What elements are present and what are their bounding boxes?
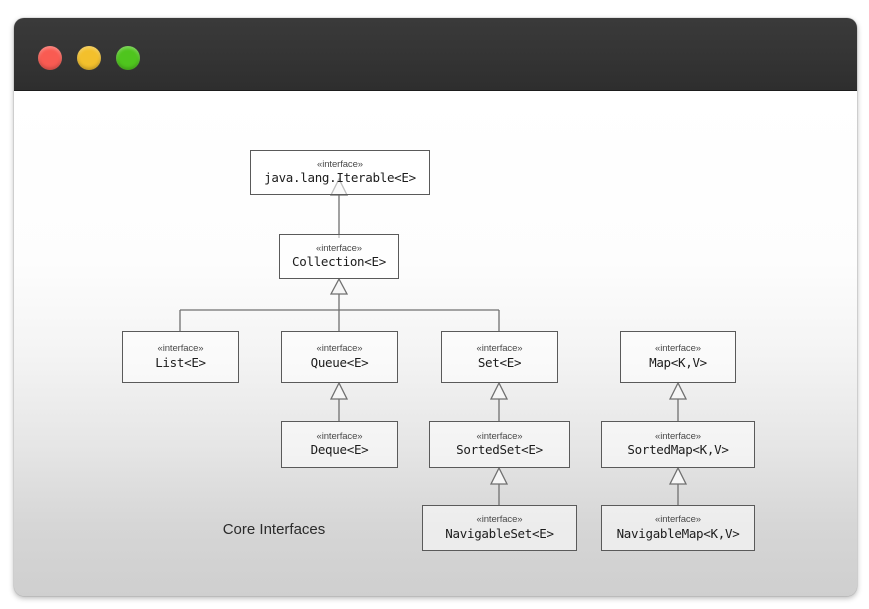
arrowhead-collection xyxy=(329,277,349,295)
arrowhead-queue xyxy=(329,381,349,400)
maximize-button-icon[interactable] xyxy=(116,46,140,70)
uml-node-sortedmap[interactable]: «interface» SortedMap<K,V> xyxy=(601,421,755,468)
uml-node-list[interactable]: «interface» List<E> xyxy=(122,331,239,383)
stereotype-label: «interface» xyxy=(476,343,523,355)
uml-node-iterable[interactable]: «interface» java.lang.Iterable<E> xyxy=(250,150,430,195)
uml-node-collection[interactable]: «interface» Collection<E> xyxy=(279,234,399,279)
stereotype-label: «interface» xyxy=(655,430,701,442)
minimize-button-icon[interactable] xyxy=(77,46,101,70)
stereotype-label: «interface» xyxy=(655,514,701,526)
uml-node-set[interactable]: «interface» Set<E> xyxy=(441,331,558,383)
app-window: «interface» java.lang.Iterable<E> «inter… xyxy=(14,18,857,596)
stereotype-label: «interface» xyxy=(157,343,204,355)
uml-diagram: «interface» java.lang.Iterable<E> «inter… xyxy=(14,91,857,596)
interface-name: NavigableMap<K,V> xyxy=(616,525,740,541)
interface-name: NavigableSet<E> xyxy=(445,525,554,541)
traffic-light-group xyxy=(38,46,140,70)
interface-name: Collection<E> xyxy=(292,254,386,270)
stereotype-label: «interface» xyxy=(316,343,363,355)
arrowhead-set xyxy=(489,381,509,400)
interface-name: SortedSet<E> xyxy=(456,442,543,458)
close-button-icon[interactable] xyxy=(38,46,62,70)
uml-node-navigableset[interactable]: «interface» NavigableSet<E> xyxy=(422,505,577,551)
arrowhead-sortedset xyxy=(489,466,509,485)
diagram-caption: Core Interfaces xyxy=(222,521,326,538)
uml-node-map[interactable]: «interface» Map<K,V> xyxy=(620,331,736,383)
arrowhead-map xyxy=(668,381,688,400)
diagram-canvas[interactable]: «interface» java.lang.Iterable<E> «inter… xyxy=(14,91,857,596)
uml-node-sortedset[interactable]: «interface» SortedSet<E> xyxy=(429,421,570,468)
interface-name: List<E> xyxy=(155,354,206,370)
interface-name: java.lang.Iterable<E> xyxy=(264,170,416,186)
uml-node-navigablemap[interactable]: «interface» NavigableMap<K,V> xyxy=(601,505,755,551)
stereotype-label: «interface» xyxy=(317,158,363,170)
interface-name: Map<K,V> xyxy=(649,354,707,370)
stereotype-label: «interface» xyxy=(655,343,701,355)
uml-node-queue[interactable]: «interface» Queue<E> xyxy=(281,331,398,383)
uml-node-deque[interactable]: «interface» Deque<E> xyxy=(281,421,398,468)
window-titlebar[interactable] xyxy=(14,18,857,91)
arrowhead-sortedmap xyxy=(668,466,688,485)
interface-name: Queue<E> xyxy=(310,354,369,370)
interface-name: Set<E> xyxy=(477,354,522,370)
stereotype-label: «interface» xyxy=(316,430,363,442)
relationship-edges xyxy=(179,177,688,505)
interface-name: Deque<E> xyxy=(310,442,369,458)
interface-name: SortedMap<K,V> xyxy=(627,442,729,458)
stereotype-label: «interface» xyxy=(476,430,523,442)
stereotype-label: «interface» xyxy=(476,514,523,526)
stereotype-label: «interface» xyxy=(316,242,362,254)
